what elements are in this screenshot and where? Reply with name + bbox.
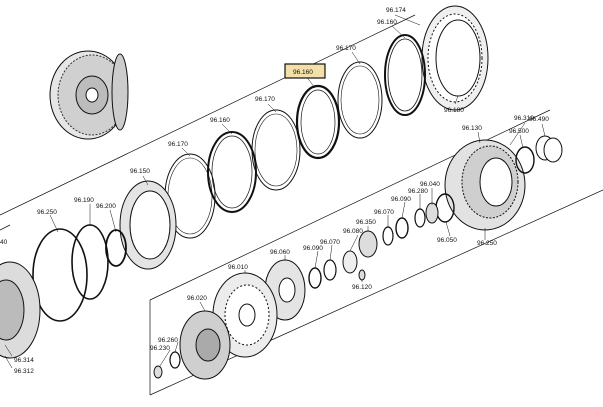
label-96-180: 96.180 (444, 107, 464, 114)
label-96-170-b: 96.170 (255, 96, 275, 103)
label-96-490: 96.490 (529, 116, 549, 123)
washer-96-090-b (308, 267, 322, 289)
torque-converter-top (49, 50, 129, 140)
label-96-150: 96.150 (130, 168, 150, 175)
label-96-090-b: 96.090 (303, 245, 323, 252)
bearing-96-040 (425, 202, 439, 224)
piston-96-150 (119, 180, 177, 270)
label-96-174: 96.174 (386, 7, 406, 14)
ring-96-170-b (251, 109, 301, 191)
ring-96-080 (342, 250, 358, 274)
label-96-310: 96.310 (514, 115, 534, 122)
ring-96-160-c (207, 131, 257, 213)
gear-96-020 (179, 310, 231, 380)
ring-96-160-top (384, 34, 426, 116)
label-96-040: 96.040 (420, 181, 440, 188)
washer-96-230 (153, 365, 163, 379)
label-96-080: 96.080 (343, 228, 363, 235)
ring-96-070-b (323, 259, 337, 281)
label-96-190: 96.190 (74, 197, 94, 204)
label-96-130: 96.130 (462, 125, 482, 132)
ring-96-500 (515, 146, 535, 174)
label-96-350: 96.350 (356, 219, 376, 226)
label-96-160-highlighted: 96.160 (293, 69, 313, 76)
label-96-070-b: 96.070 (320, 239, 340, 246)
ring-96-170-a (337, 61, 383, 139)
sleeve-96-490 (535, 135, 563, 163)
label-96-010: 96.010 (228, 264, 248, 271)
part-labels: 96.174 96.160 96.170 96.180 96.160 96.17… (0, 7, 549, 375)
clutch-housing-96-180 (421, 5, 489, 111)
label-96-090-a: 96.090 (391, 196, 411, 203)
label-96-050: 96.050 (437, 237, 457, 244)
label-96-312: 96.312 (14, 368, 34, 375)
seal-96-190 (71, 224, 109, 300)
label-96-060: 96.060 (270, 249, 290, 256)
label-96-170-c: 96.170 (168, 141, 188, 148)
label-96-230: 96.230 (150, 345, 170, 352)
seal-96-250-left (32, 228, 88, 322)
label-96-314: 96.314 (14, 357, 34, 364)
label-96-250-left: 96.250 (37, 209, 57, 216)
highlighted-label-box (284, 63, 326, 79)
label-96-260: 96.260 (158, 337, 178, 344)
label-96-160-mid: 96.160 (210, 117, 230, 124)
leader-lines (4, 14, 546, 369)
label-96-250-right: 96.250 (477, 240, 497, 247)
seal-96-200 (105, 229, 127, 267)
label-96-120: 96.120 (352, 284, 372, 291)
washer-96-260 (169, 351, 181, 369)
label-40: 40 (0, 239, 8, 246)
ring-96-160-mid (295, 84, 341, 160)
label-96-170-a: 96.170 (336, 45, 356, 52)
label-96-070-a: 96.070 (374, 209, 394, 216)
label-96-020: 96.020 (187, 295, 207, 302)
housing-96-250-right (444, 139, 526, 231)
pin-96-120 (358, 269, 366, 281)
label-96-280: 96.280 (408, 188, 428, 195)
washer-96-280 (414, 208, 426, 228)
label-96-500: 96.500 (509, 128, 529, 135)
ring-96-070-a (382, 226, 394, 246)
washer-96-090-a (395, 217, 409, 239)
label-96-160-top: 96.160 (377, 19, 397, 26)
converter-bottom-left (0, 261, 41, 359)
label-96-200: 96.200 (96, 203, 116, 210)
